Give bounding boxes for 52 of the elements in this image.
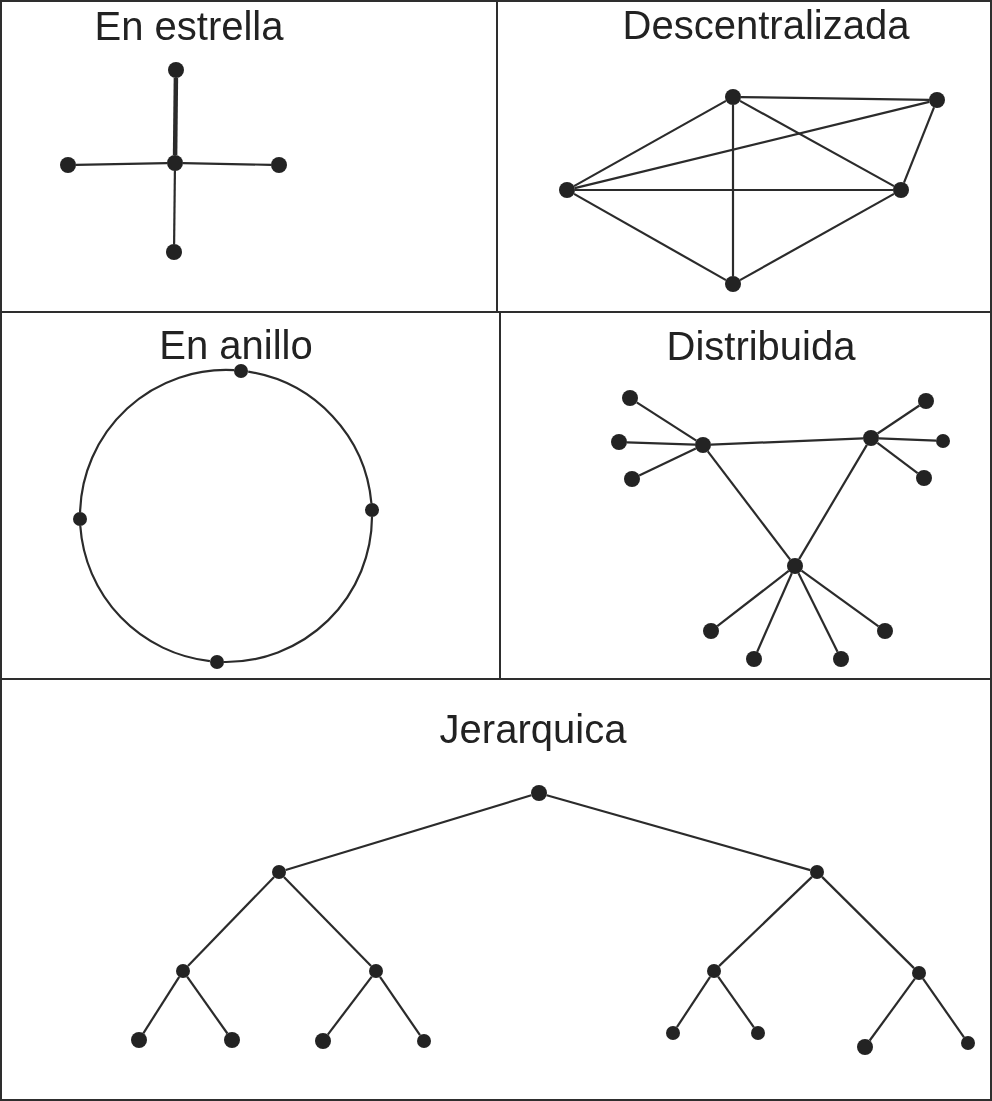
connection-line xyxy=(172,77,179,156)
connection-line xyxy=(739,192,895,282)
connection-line xyxy=(573,99,727,188)
connection-line xyxy=(878,437,937,442)
connection-line xyxy=(902,107,936,183)
connection-line xyxy=(798,444,868,560)
connection-line xyxy=(877,404,920,435)
connection-line xyxy=(868,978,916,1042)
connection-line xyxy=(821,876,915,969)
connection-line xyxy=(142,976,181,1034)
connection-line xyxy=(546,794,811,872)
connection-line xyxy=(379,976,421,1036)
panel-title: En estrella xyxy=(94,6,284,46)
connection-line xyxy=(187,876,275,967)
connection-line xyxy=(676,976,711,1028)
connection-line xyxy=(731,105,735,276)
connection-line xyxy=(636,401,697,442)
connection-line xyxy=(638,447,697,477)
connection-line xyxy=(922,978,965,1038)
connection-line xyxy=(173,171,176,244)
connection-line xyxy=(800,569,880,628)
connection-line xyxy=(573,192,727,282)
connection-line xyxy=(876,441,919,475)
connection-line xyxy=(756,572,793,653)
connection-line xyxy=(710,437,864,446)
connection-line xyxy=(716,570,790,627)
panel-title: Distribuida xyxy=(666,326,856,366)
panel-title: En anillo xyxy=(159,325,313,365)
panel-title: Jerarquica xyxy=(439,709,627,749)
ring-arc xyxy=(223,517,374,664)
topology-panel xyxy=(0,0,498,313)
connection-line xyxy=(739,99,895,188)
connection-line xyxy=(626,441,696,446)
connection-line xyxy=(186,976,229,1035)
topology-panel xyxy=(496,0,992,313)
connection-line xyxy=(574,100,930,190)
topology-panel xyxy=(0,678,992,1101)
connection-line xyxy=(741,96,929,101)
connection-line xyxy=(326,975,373,1036)
connection-line xyxy=(575,188,893,192)
connection-line xyxy=(718,876,813,967)
ring-arc xyxy=(79,525,211,663)
connection-line xyxy=(706,450,792,561)
connection-line xyxy=(183,162,271,166)
ring-arc xyxy=(247,370,373,504)
connection-line xyxy=(75,162,168,166)
panel-title: Descentralizada xyxy=(622,5,910,45)
connection-line xyxy=(717,976,755,1028)
connection-line xyxy=(797,572,839,653)
connection-line xyxy=(285,794,532,872)
ring-arc xyxy=(79,369,235,513)
connection-line xyxy=(283,876,372,967)
